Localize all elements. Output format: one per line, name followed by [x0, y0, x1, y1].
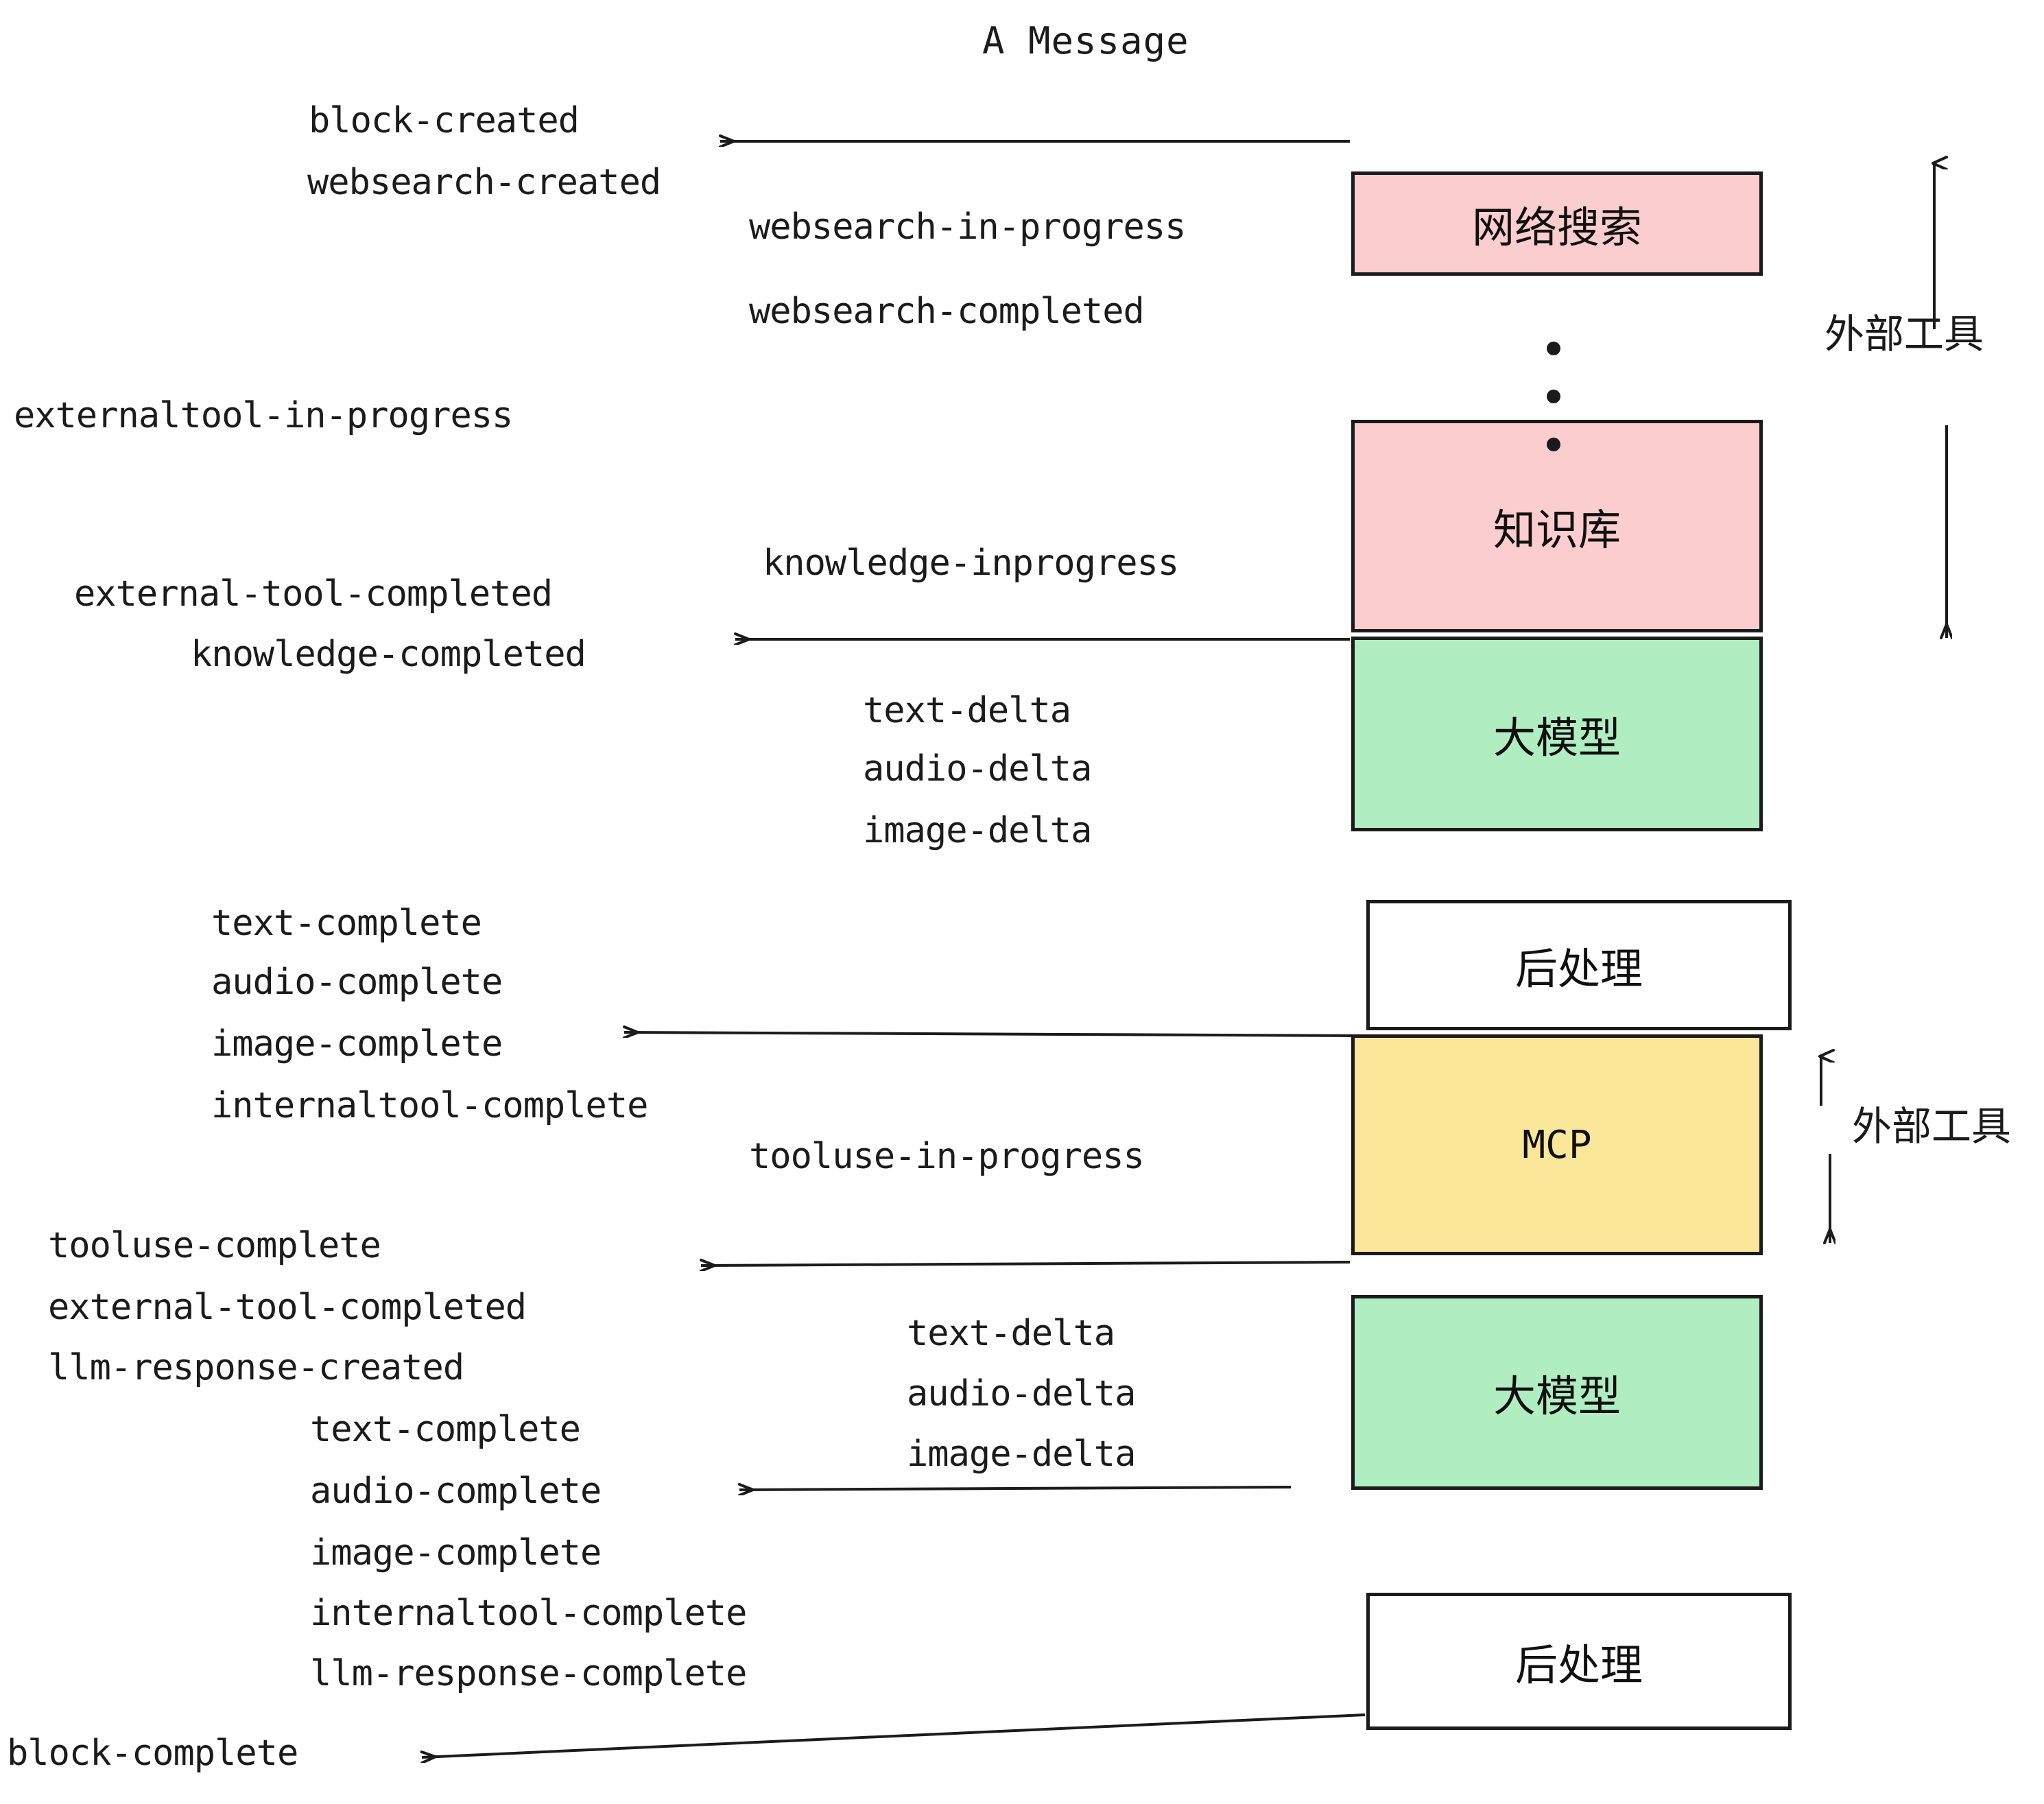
diagram-title: A Message: [982, 19, 1189, 62]
event-knowledge-completed: knowledge-completed: [191, 634, 586, 675]
event-image-delta-2: image-delta: [907, 1434, 1136, 1475]
event-websearch-completed: websearch-completed: [749, 291, 1145, 332]
node-postprocess-second-label: 后处理: [1514, 1642, 1643, 1689]
event-image-complete-1: image-complete: [211, 1023, 503, 1065]
node-websearch[interactable]: 网络搜索: [1351, 171, 1763, 276]
arrow-postprocess2-to-block-complete: [422, 1713, 1366, 1757]
event-tooluse-in-progress: tooluse-in-progress: [749, 1136, 1145, 1177]
node-knowledge[interactable]: 知识库: [1351, 420, 1763, 632]
event-image-complete-2: image-complete: [310, 1532, 602, 1574]
event-websearch-in-progress: websearch-in-progress: [749, 206, 1186, 248]
node-llm-secondary-label: 大模型: [1493, 1373, 1621, 1421]
event-text-delta-2: text-delta: [907, 1313, 1115, 1354]
node-postprocess-first[interactable]: 后处理: [1366, 900, 1792, 1030]
event-block-complete: block-complete: [7, 1733, 298, 1774]
arrow-mcp-to-tooluse-complete: [701, 1262, 1351, 1266]
event-audio-delta-1: audio-delta: [863, 748, 1092, 790]
event-block-created: block-created: [309, 100, 580, 141]
event-websearch-created: websearch-created: [307, 162, 661, 203]
node-knowledge-label: 知识库: [1493, 507, 1621, 554]
node-postprocess-first-label: 后处理: [1514, 946, 1643, 993]
event-audio-delta-2: audio-delta: [907, 1373, 1136, 1414]
group-label-external-tools-top: 外部工具: [1825, 312, 1984, 357]
event-llm-response-created: llm-response-created: [48, 1347, 464, 1388]
node-mcp[interactable]: MCP: [1351, 1034, 1763, 1255]
node-websearch-label: 网络搜索: [1471, 204, 1642, 252]
arrow-postprocess-to-image-complete: [624, 1032, 1366, 1036]
event-external-tool-completed-1: external-tool-completed: [74, 573, 553, 615]
event-llm-response-complete: llm-response-complete: [310, 1653, 747, 1694]
group-label-external-tools-bottom: 外部工具: [1852, 1104, 2012, 1149]
node-mcp-label: MCP: [1522, 1122, 1592, 1167]
event-internaltool-complete-1: internaltool-complete: [211, 1085, 648, 1126]
vertical-ellipsis-icon: [1547, 342, 1560, 451]
node-llm-primary[interactable]: 大模型: [1351, 637, 1763, 831]
node-llm-primary-label: 大模型: [1493, 715, 1621, 762]
event-externaltool-in-progress: externaltool-in-progress: [14, 395, 513, 436]
event-text-complete-1: text-complete: [211, 903, 482, 944]
event-text-complete-2: text-complete: [310, 1409, 581, 1450]
event-internaltool-complete-2: internaltool-complete: [310, 1593, 747, 1634]
node-postprocess-second[interactable]: 后处理: [1366, 1593, 1792, 1730]
event-audio-complete-1: audio-complete: [211, 962, 503, 1003]
event-audio-complete-2: audio-complete: [310, 1471, 602, 1512]
event-external-tool-completed-2: external-tool-completed: [48, 1287, 527, 1328]
event-knowledge-inprogress: knowledge-inprogress: [763, 543, 1179, 584]
node-llm-secondary[interactable]: 大模型: [1351, 1295, 1763, 1490]
event-tooluse-complete: tooluse-complete: [48, 1225, 381, 1266]
arrow-llm2-to-audio-complete: [739, 1487, 1292, 1490]
event-text-delta-1: text-delta: [863, 690, 1071, 731]
event-image-delta-1: image-delta: [863, 810, 1092, 851]
